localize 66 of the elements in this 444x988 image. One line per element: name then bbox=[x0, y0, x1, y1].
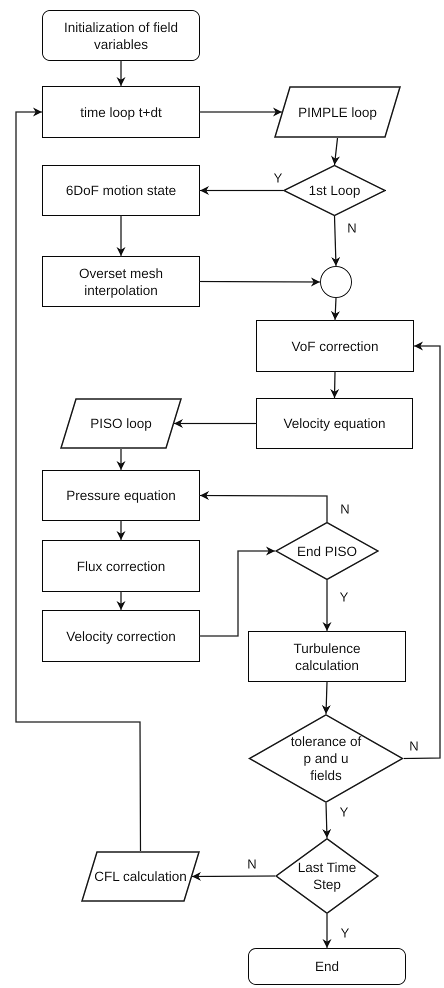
process-box bbox=[42, 86, 200, 138]
arrow bbox=[200, 108, 282, 116]
process-box bbox=[42, 610, 200, 662]
arrow bbox=[116, 449, 126, 470]
node-text: Last Time Step bbox=[296, 859, 358, 893]
arrow bbox=[200, 491, 328, 522]
arrow bbox=[200, 546, 275, 637]
node-text: PIMPLE loop bbox=[297, 104, 378, 120]
process-box bbox=[42, 256, 200, 307]
arrow bbox=[15, 108, 142, 851]
edge-label: N bbox=[408, 738, 420, 754]
io-parallelogram bbox=[274, 86, 401, 138]
arrow bbox=[322, 682, 331, 714]
terminal-box bbox=[42, 10, 200, 61]
node-text: Velocity correction bbox=[65, 628, 177, 644]
process-box bbox=[42, 540, 200, 592]
node-text: PISO loop bbox=[89, 415, 153, 432]
node-text: Velocity equation bbox=[282, 415, 387, 432]
node-text: time loop t+dt bbox=[79, 104, 163, 120]
arrow bbox=[322, 802, 332, 838]
edge-label: N bbox=[346, 220, 358, 236]
node-text: Turbulence calculation bbox=[292, 640, 362, 674]
io-parallelogram bbox=[81, 851, 200, 902]
arrow bbox=[192, 872, 275, 881]
process-box bbox=[42, 165, 200, 216]
node-text: CFL calculation bbox=[93, 868, 188, 885]
node-text: End bbox=[314, 958, 340, 975]
arrow bbox=[331, 216, 340, 266]
node-text: tolerance of p and u fields bbox=[290, 733, 362, 784]
edge-label: Y bbox=[272, 170, 284, 186]
decision-diamond bbox=[283, 165, 386, 216]
node-text: End PISO bbox=[296, 542, 358, 560]
arrow bbox=[116, 521, 126, 540]
arrow bbox=[200, 277, 320, 286]
process-box bbox=[256, 398, 413, 449]
process-box bbox=[256, 320, 414, 372]
arrow bbox=[174, 419, 256, 428]
arrow bbox=[200, 186, 283, 195]
edge-label: N bbox=[339, 502, 351, 516]
decision-diamond bbox=[275, 522, 379, 580]
decision-diamond bbox=[248, 714, 404, 803]
process-box bbox=[248, 631, 406, 682]
node-text: 1st Loop bbox=[308, 182, 362, 199]
node-text: Flux correction bbox=[76, 558, 166, 574]
arrow bbox=[116, 61, 126, 86]
node-text: Pressure equation bbox=[65, 487, 177, 504]
arrow bbox=[330, 372, 340, 398]
node-text: Initialization of field variables bbox=[62, 18, 180, 52]
arrow bbox=[322, 580, 332, 631]
io-parallelogram bbox=[60, 398, 182, 449]
terminal-box bbox=[248, 948, 406, 985]
node-text: Overset mesh interpolation bbox=[78, 264, 164, 298]
node-text: VoF correction bbox=[290, 338, 380, 354]
arrow bbox=[322, 914, 332, 948]
arrow bbox=[116, 216, 126, 256]
arrow bbox=[330, 298, 340, 320]
edge-label: Y bbox=[340, 926, 350, 940]
arrow bbox=[404, 342, 441, 760]
decision-diamond bbox=[275, 838, 379, 914]
edge-label: N bbox=[246, 856, 258, 872]
arrow bbox=[116, 592, 126, 610]
edge-label: Y bbox=[338, 590, 350, 604]
arrow bbox=[331, 138, 340, 166]
process-box bbox=[42, 470, 200, 521]
node-text: 6DoF motion state bbox=[64, 182, 178, 199]
edge-label: Y bbox=[338, 804, 350, 820]
